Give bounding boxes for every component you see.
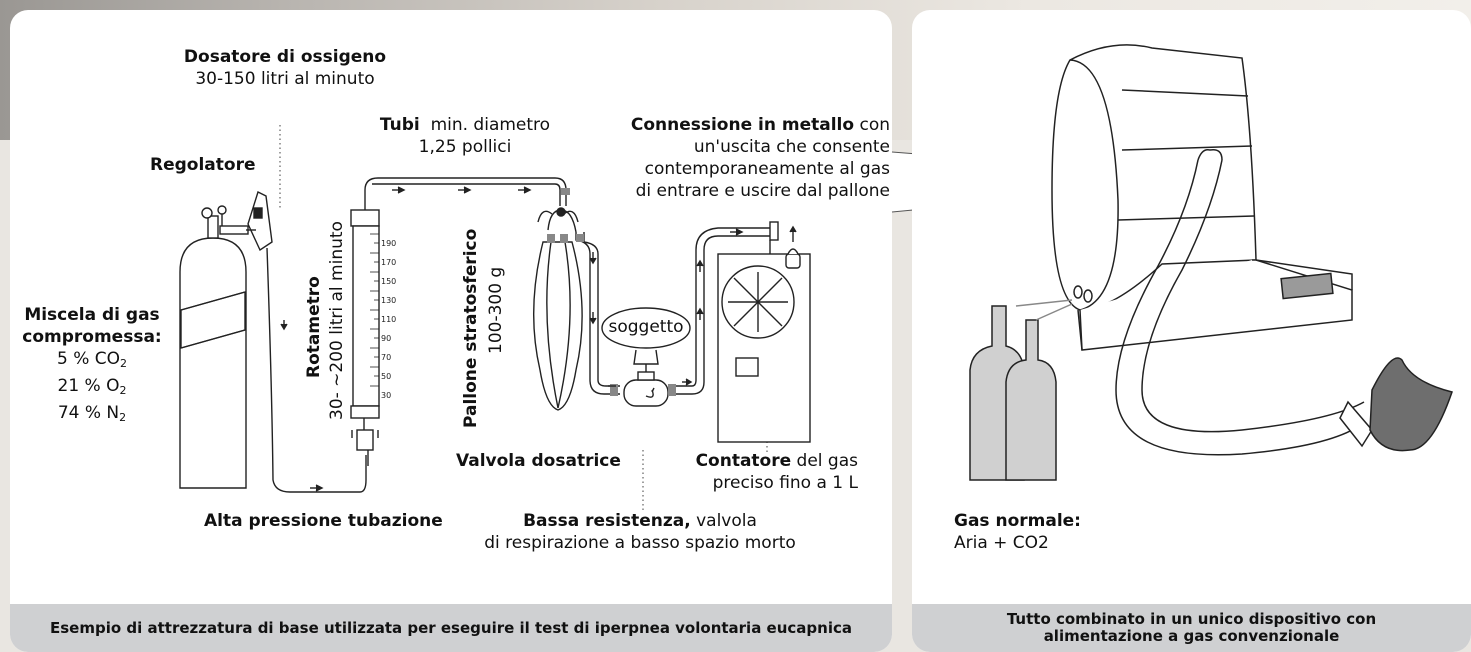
subject-label: soggetto [608,317,684,337]
rotameter-tick: 150 [381,277,396,286]
left-caption: Esempio di attrezzatura di base utilizza… [10,604,892,652]
rotameter-title: Rotametro [304,276,324,378]
combined-device-panel: Gas normale: Aria + CO2 Tutto combinato … [912,10,1471,652]
oxygen-dosing-title: Dosatore di ossigeno [183,47,387,67]
low-resistance-title: Bassa resistenza, [523,511,691,531]
high-pressure-label: Alta pressione tubazione [204,511,443,531]
rotameter-tick: 130 [381,296,396,305]
gas-meter [717,221,811,443]
rotameter-tick: 90 [381,334,391,343]
metal-connection-title: Connessione in metallo [630,115,855,135]
normal-gas-label: Gas normale: Aria + CO2 [954,511,1081,553]
rotameter [350,209,380,466]
balloon-title: Pallone stratosferico [461,228,481,428]
tubes-spec-2: 1,25 pollici [418,137,512,157]
combined-device-drawing [969,44,1453,481]
equipment-diagram-panel: 190 170 150 130 110 90 70 50 30 Dosatore… [10,10,892,652]
gas-meter-label: Contatore del gas preciso fino a 1 L [695,451,858,493]
rotameter-tick: 170 [381,258,396,267]
tubes-title: Tubi [379,115,420,135]
balloon-weight: 100-300 g [486,266,506,354]
rotameter-tick: 190 [381,239,396,248]
rotameter-tick: 110 [381,315,396,324]
equipment-drawing: 190 170 150 130 110 90 70 50 30 [179,125,811,510]
right-caption: Tutto combinato in un unico dispositivo … [912,604,1471,652]
breathing-valve [623,371,676,407]
mix-o2: 21 % O2 [57,376,127,397]
mix-n2: 74 % N2 [57,403,127,424]
rotameter-tick: 50 [381,372,391,381]
regulator-label: Regolatore [150,155,256,175]
mix-co2: 5 % CO2 [56,349,128,370]
gas-cylinder [179,191,273,489]
tubes-spec-1: min. diametro [430,115,551,135]
low-resistance-label: Bassa resistenza, valvola di respirazion… [484,511,796,553]
tubes-label: Tubi min. diametro 1,25 pollici [360,114,570,158]
oxygen-dosing-range: 30-150 litri al minuto [195,69,375,89]
balloon [533,234,583,411]
gas-mix-label: Miscela di gas compromessa: 5 % CO2 21 %… [22,305,162,424]
dosing-valve-label: Valvola dosatrice [456,451,621,471]
rotameter-tick: 30 [381,391,391,400]
rotameter-tick: 70 [381,353,391,362]
rotameter-range: 30- ~200 litri al minuto [327,221,347,420]
oxygen-dosing-label: Dosatore di ossigeno 30-150 litri al min… [170,46,400,90]
gas-meter-title: Contatore [695,451,792,471]
metal-connection-label: Connessione in metallo con un'uscita che… [630,115,890,201]
